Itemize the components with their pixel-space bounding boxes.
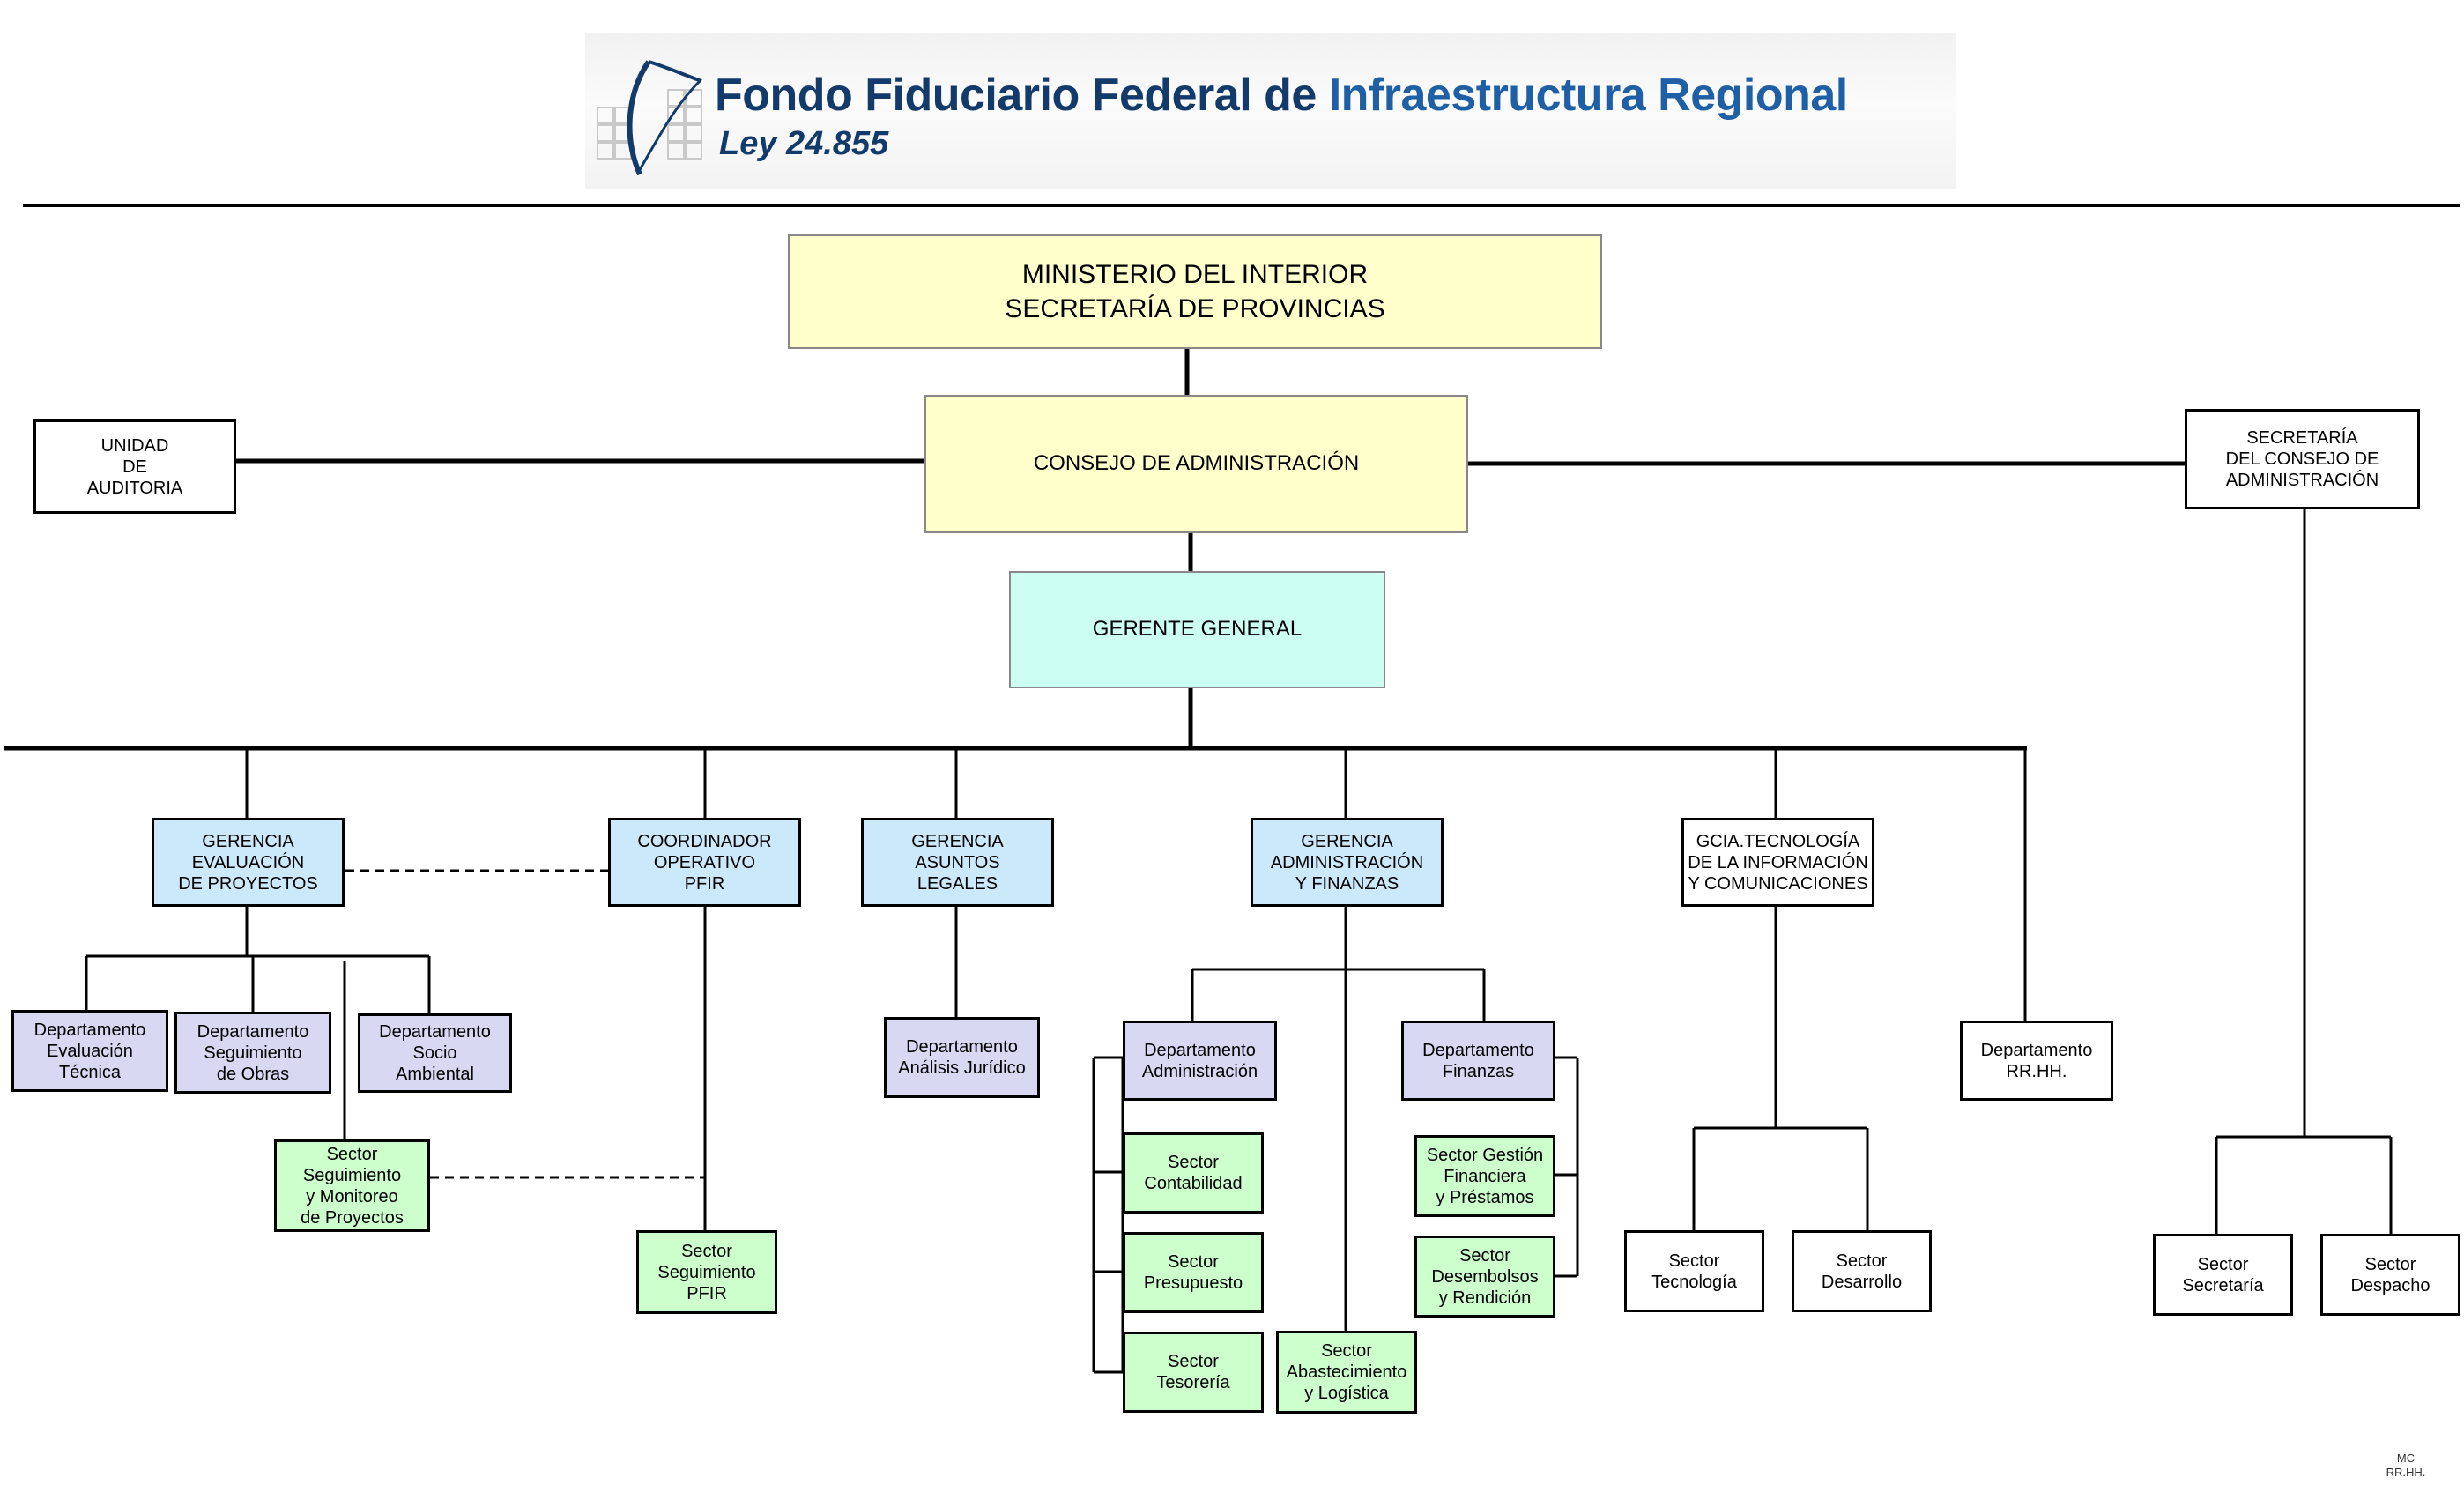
banner-title-part1: Fondo Fiduciario Federal de xyxy=(715,70,1329,121)
ministerio-box: MINISTERIO DEL INTERIOR SECRETARÍA DE PR… xyxy=(788,234,1602,349)
sector-desembolsos-box: Sector Desembolsos y Rendición xyxy=(1414,1236,1555,1318)
depto-socio-box: Departamento Socio Ambiental xyxy=(358,1013,512,1093)
sector-seguimiento-pfir-box: Sector Seguimiento PFIR xyxy=(636,1230,777,1314)
gerente-general-box: GERENTE GENERAL xyxy=(1009,571,1385,688)
sector-abastecimiento-box: Sector Abastecimiento y Logística xyxy=(1276,1331,1417,1414)
sector-despacho-box: Sector Despacho xyxy=(2320,1234,2460,1316)
depto-evaluacion-box: Departamento Evaluación Técnica xyxy=(11,1010,168,1092)
depto-juridico-box: Departamento Análisis Jurídico xyxy=(884,1017,1040,1098)
header-banner: Fondo Fiduciario Federal de Infraestruct… xyxy=(585,33,1956,189)
banner-subtitle: Ley 24.855 xyxy=(719,125,889,162)
depto-rrhh-box: Departamento RR.HH. xyxy=(1960,1021,2113,1101)
depto-seguimiento-obras-box: Departamento Seguimiento de Obras xyxy=(174,1012,331,1094)
banner-title-part2: Infraestructura Regional xyxy=(1328,70,1849,121)
header-rule xyxy=(23,204,2460,207)
sector-tecnologia-box: Sector Tecnología xyxy=(1624,1230,1764,1312)
sector-gestion-financiera-box: Sector Gestión Financiera y Préstamos xyxy=(1414,1135,1555,1217)
gerencia-evaluacion-box: GERENCIA EVALUACIÓN DE PROYECTOS xyxy=(152,818,345,907)
depto-finanzas-box: Departamento Finanzas xyxy=(1401,1021,1555,1101)
auditoria-box: UNIDAD DE AUDITORIA xyxy=(33,419,236,514)
sector-presupuesto-box: Sector Presupuesto xyxy=(1123,1232,1264,1313)
gerencia-legales-box: GERENCIA ASUNTOS LEGALES xyxy=(861,818,1054,907)
sector-contabilidad-box: Sector Contabilidad xyxy=(1123,1132,1264,1214)
consejo-box: CONSEJO DE ADMINISTRACIÓN xyxy=(924,395,1468,533)
footer-initials: MC RR.HH. xyxy=(2386,1451,2426,1480)
banner-title: Fondo Fiduciario Federal de Infraestruct… xyxy=(715,69,1848,122)
fund-logo-icon xyxy=(597,60,702,176)
depto-administracion-box: Departamento Administración xyxy=(1123,1021,1277,1101)
sector-secretaria-box: Sector Secretaría xyxy=(2153,1234,2293,1316)
sector-desarrollo-box: Sector Desarrollo xyxy=(1792,1230,1932,1312)
secretaria-consejo-box: SECRETARÍA DEL CONSEJO DE ADMINISTRACIÓN xyxy=(2185,409,2420,509)
sector-seguimiento-monitoreo-box: Sector Seguimiento y Monitoreo de Proyec… xyxy=(274,1139,430,1232)
sector-tesoreria-box: Sector Tesorería xyxy=(1123,1332,1264,1413)
gerencia-admin-box: GERENCIA ADMINISTRACIÓN Y FINANZAS xyxy=(1251,818,1444,907)
gcia-tic-box: GCIA.TECNOLOGÍA DE LA INFORMACIÓN Y COMU… xyxy=(1681,818,1874,907)
coordinador-pfir-box: COORDINADOR OPERATIVO PFIR xyxy=(608,818,801,907)
